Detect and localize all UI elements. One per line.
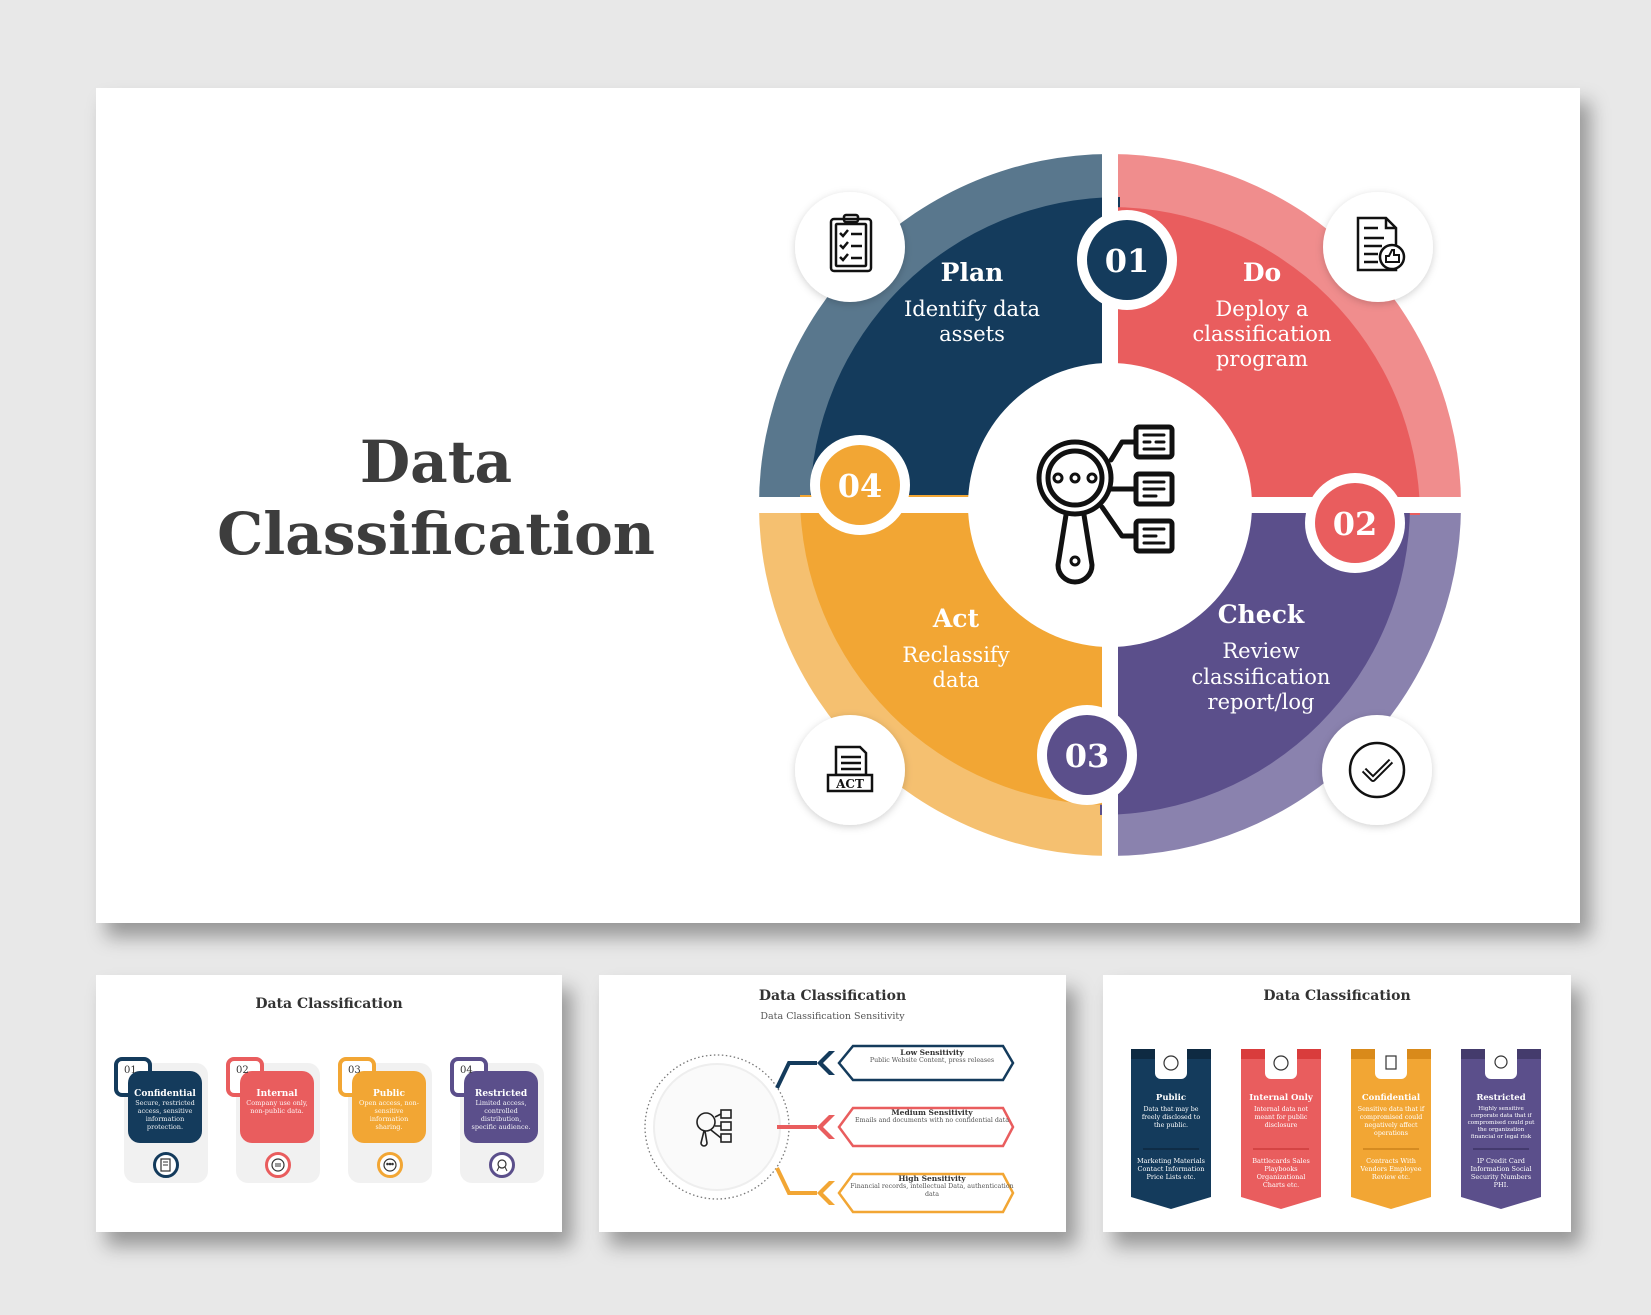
badge-icon	[1494, 1055, 1508, 1069]
pdca-cycle-diagram: 01 02 03 04 Plan Identify data assets Do…	[750, 145, 1470, 865]
exchange-icon	[1273, 1055, 1289, 1071]
document-thumbs-up-icon	[1323, 192, 1433, 302]
center-circle	[968, 363, 1252, 647]
check-circle-icon	[1322, 715, 1432, 825]
svg-text:Deploy a: Deploy a	[1215, 297, 1308, 321]
act-document-icon: ACT	[795, 715, 905, 825]
svg-text:02: 02	[1333, 505, 1378, 543]
badge-icon	[489, 1152, 515, 1178]
slide-thumbnail-3[interactable]: Data Classification Public Data that may…	[1103, 975, 1571, 1232]
svg-text:report/log: report/log	[1208, 690, 1315, 714]
document-lock-icon	[1385, 1055, 1397, 1070]
slide-thumbnail-2[interactable]: Data Classification Data Classification …	[599, 975, 1066, 1232]
medium-sensitivity-box	[817, 1106, 1015, 1148]
classification-banner: Internal Only Internal data not meant fo…	[1241, 1049, 1321, 1209]
svg-text:data: data	[933, 668, 980, 692]
step-title-check: Check	[1218, 600, 1305, 629]
exchange-icon	[265, 1152, 291, 1178]
sensitivity-level: Medium Sensitivity Emails and documents …	[855, 1108, 1009, 1124]
svg-text:01: 01	[1105, 242, 1150, 280]
thumb2-title: Data Classification	[758, 988, 907, 1004]
svg-text:classification: classification	[1193, 322, 1332, 346]
sensitivity-level: Low Sensitivity Public Website Content, …	[869, 1048, 995, 1064]
title-line-2: Classification	[217, 500, 655, 568]
magnifier-documents-icon	[696, 1109, 732, 1147]
svg-text:Identify data: Identify data	[904, 297, 1040, 321]
step-badge-03: 03	[1037, 705, 1137, 805]
low-sensitivity-box	[817, 1044, 1015, 1082]
step-title-act: Act	[932, 604, 980, 633]
classification-banner: Confidential Sensitive data that if comp…	[1351, 1049, 1431, 1209]
page-title: Data Classification	[216, 426, 656, 570]
step-badge-02: 02	[1305, 473, 1405, 573]
magnifier-documents-icon	[1036, 424, 1175, 585]
svg-text:03: 03	[1065, 737, 1110, 775]
sensitivity-level: High Sensitivity Financial records, inte…	[850, 1174, 1014, 1198]
svg-text:program: program	[1216, 347, 1308, 371]
classification-banner: Public Data that may be freely disclosed…	[1131, 1049, 1211, 1209]
thumb1-title: Data Classification	[255, 996, 403, 1012]
group-icon	[377, 1152, 403, 1178]
main-slide[interactable]: Data Classification	[96, 88, 1580, 923]
svg-text:assets: assets	[939, 322, 1005, 346]
group-icon	[1163, 1055, 1179, 1071]
svg-text:ACT: ACT	[835, 777, 864, 791]
document-lock-icon	[153, 1152, 179, 1178]
high-sensitivity-box	[817, 1172, 1015, 1214]
step-badge-04: 04	[810, 435, 910, 535]
title-line-1: Data	[359, 428, 513, 496]
slide-thumbnail-1[interactable]: Data Classification Confidential Secure,…	[96, 975, 562, 1232]
thumb2-subtitle: Data Classification Sensitivity	[760, 1011, 905, 1022]
step-title-do: Do	[1243, 258, 1281, 287]
sensitivity-diagram	[644, 1044, 1015, 1214]
clipboard-checklist-icon	[795, 192, 905, 302]
thumb3-title: Data Classification	[1263, 988, 1411, 1004]
step-title-plan: Plan	[941, 258, 1004, 287]
svg-text:Reclassify: Reclassify	[902, 643, 1009, 667]
step-badge-01: 01	[1077, 210, 1177, 310]
svg-text:classification: classification	[1192, 665, 1331, 689]
svg-text:04: 04	[838, 467, 883, 505]
classification-banner: Restricted Highly sensitive corporate da…	[1461, 1049, 1541, 1209]
svg-text:Review: Review	[1222, 639, 1299, 663]
